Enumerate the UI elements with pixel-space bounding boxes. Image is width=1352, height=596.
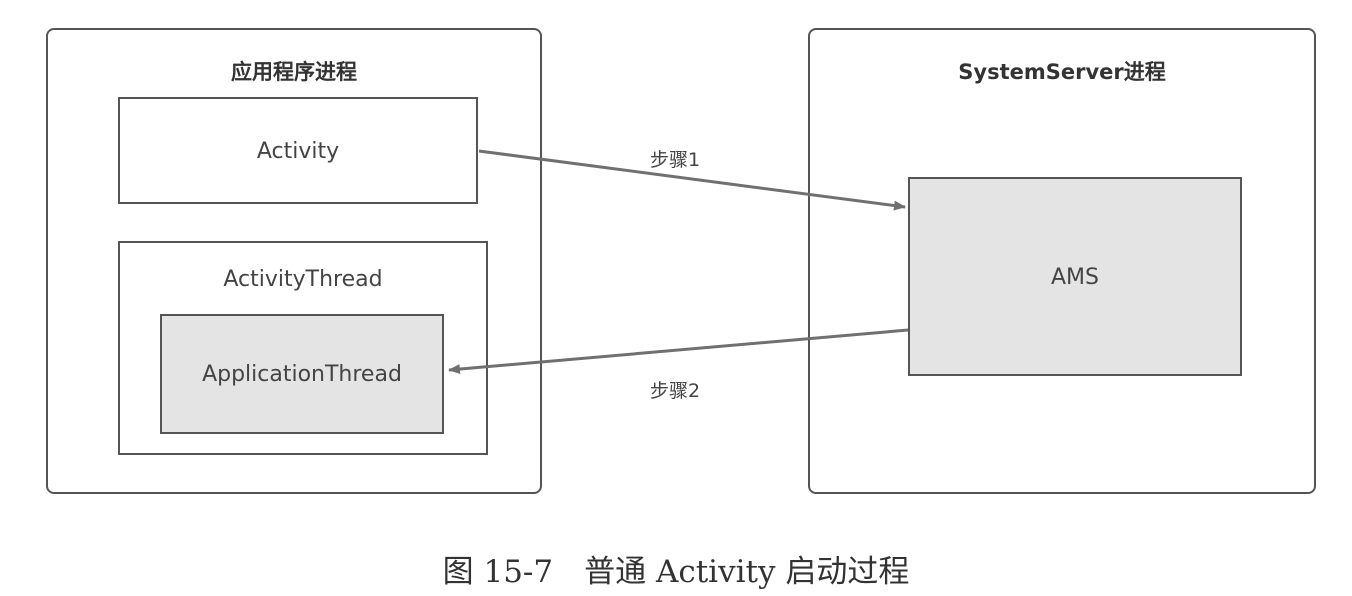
activity-label: Activity bbox=[256, 139, 340, 164]
step2-label: 步骤2 bbox=[650, 380, 701, 402]
step1-arrow bbox=[478, 149, 906, 211]
application-thread-node: ApplicationThread bbox=[160, 314, 444, 434]
app-process-title: 应用程序进程 bbox=[231, 60, 357, 84]
activity-thread-label: ActivityThread bbox=[223, 267, 383, 292]
system-server-title: SystemServer进程 bbox=[958, 60, 1166, 84]
activity-node: Activity bbox=[118, 97, 478, 204]
figure-caption: 图 15-7 普通 Activity 启动过程 bbox=[442, 554, 910, 590]
step1-label: 步骤1 bbox=[650, 149, 701, 171]
application-thread-label: ApplicationThread bbox=[202, 362, 402, 387]
ams-label: AMS bbox=[1051, 265, 1099, 290]
step2-arrow bbox=[448, 328, 909, 375]
ams-node: AMS bbox=[908, 177, 1242, 376]
